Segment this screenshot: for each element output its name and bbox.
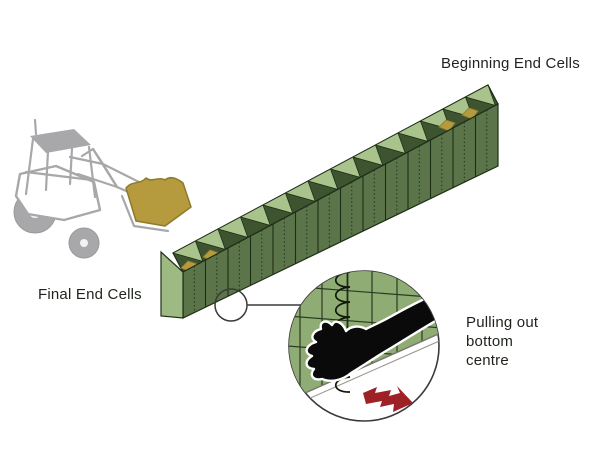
- callout-line-3: centre: [466, 352, 509, 369]
- sand-bucket-icon: [125, 176, 192, 227]
- barrier-panel-stitches: [193, 110, 488, 313]
- barrier-row-icon: [160, 84, 499, 319]
- magnifier-inset-circle-icon: [288, 270, 440, 422]
- barrier-cell-seams: [204, 116, 477, 308]
- barrier-final-end-cap: [160, 250, 184, 319]
- label-final-end-cells: Final End Cells: [38, 286, 142, 303]
- callout-line-2: bottom: [466, 333, 514, 350]
- label-beginning-end-cells: Beginning End Cells: [441, 55, 580, 72]
- pulling-hand-icon: [305, 289, 439, 382]
- barrier-cell-openings: [171, 84, 496, 262]
- direction-arrow-icon: [363, 386, 413, 412]
- fabric-bottom-edge: [289, 331, 439, 408]
- sand-fill-beginning-end: [438, 107, 479, 132]
- backhoe-loader-icon: [13, 118, 192, 259]
- front-wheel-hub: [80, 239, 88, 247]
- callout-line-1: Pulling out: [466, 314, 539, 331]
- tractor-cab-roof: [30, 129, 91, 153]
- label-pulling-out-bottom-centre: Pulling out bottom centre: [466, 313, 538, 370]
- tractor-cab-frame: [24, 118, 97, 199]
